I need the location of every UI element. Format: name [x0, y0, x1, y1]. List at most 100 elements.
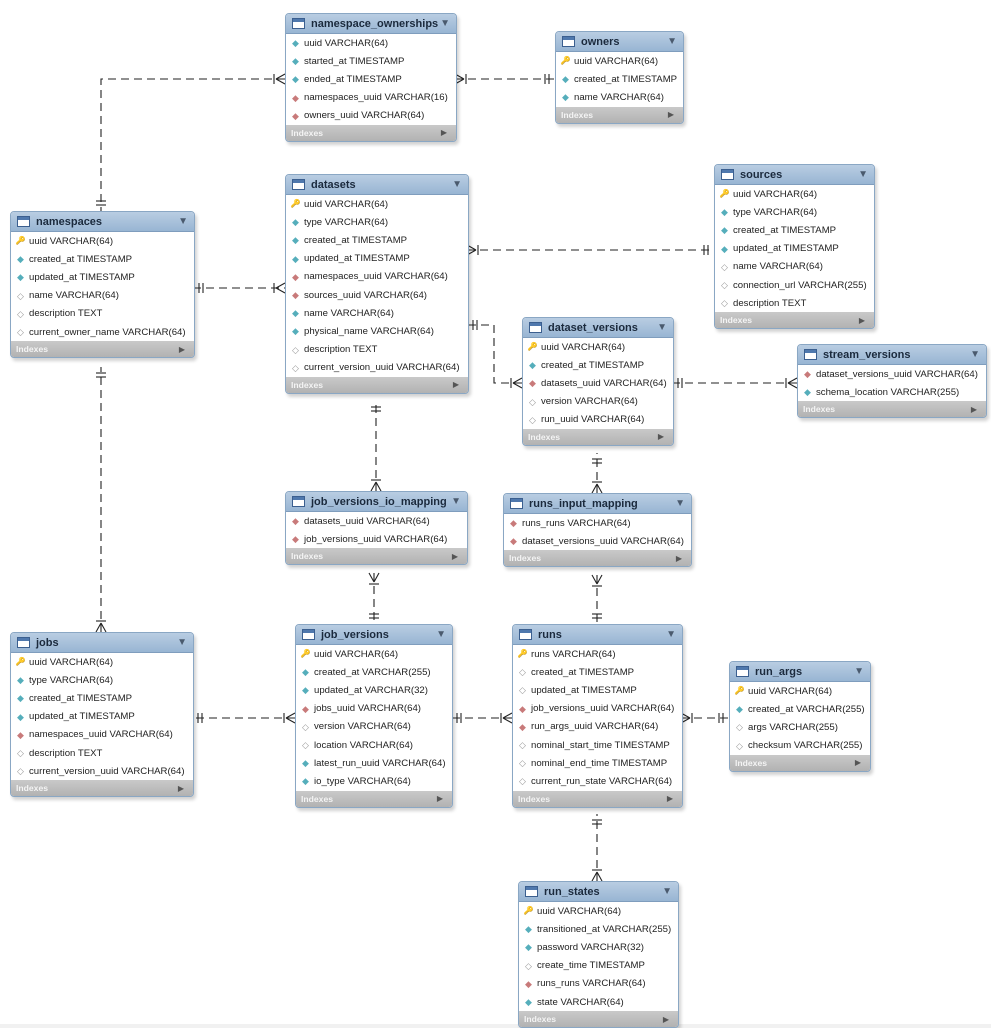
- collapse-caret-icon[interactable]: ▼: [854, 666, 864, 677]
- expand-arrow-icon[interactable]: ▶: [970, 404, 977, 414]
- indexes-section[interactable]: Indexes▶: [286, 376, 468, 393]
- column-row[interactable]: ◇current_version_uuid VARCHAR(64): [286, 359, 468, 377]
- table-sources[interactable]: sources▼🔑uuid VARCHAR(64)◆type VARCHAR(6…: [714, 164, 875, 330]
- collapse-caret-icon[interactable]: ▼: [662, 886, 672, 897]
- table-stream-versions[interactable]: stream_versions▼◆dataset_versions_uuid V…: [797, 344, 987, 419]
- expand-arrow-icon[interactable]: ▶: [178, 344, 185, 354]
- table-job-versions[interactable]: job_versions▼🔑uuid VARCHAR(64)◆created_a…: [295, 624, 453, 808]
- collapse-caret-icon[interactable]: ▼: [177, 637, 187, 648]
- column-row[interactable]: ◇version VARCHAR(64): [523, 393, 673, 411]
- table-runs-input-mapping[interactable]: runs_input_mapping▼◆runs_runs VARCHAR(64…: [503, 493, 692, 568]
- expand-arrow-icon[interactable]: ▶: [436, 794, 443, 803]
- column-row[interactable]: ◆transitioned_at VARCHAR(255): [519, 920, 678, 938]
- table-job-versions-io-mapping[interactable]: job_versions_io_mapping▼◆datasets_uuid V…: [285, 491, 468, 566]
- column-row[interactable]: ◆created_at VARCHAR(255): [296, 663, 452, 681]
- column-row[interactable]: ◆type VARCHAR(64): [11, 671, 193, 689]
- table-header[interactable]: job_versions_io_mapping▼: [286, 492, 467, 512]
- expand-arrow-icon[interactable]: ▶: [177, 783, 184, 793]
- column-row[interactable]: ◆sources_uuid VARCHAR(64): [286, 286, 468, 304]
- column-row[interactable]: ◆updated_at TIMESTAMP: [11, 708, 193, 726]
- indexes-section[interactable]: Indexes▶: [513, 790, 682, 807]
- indexes-section[interactable]: Indexes▶: [715, 312, 874, 329]
- indexes-section[interactable]: Indexes▶: [730, 754, 870, 771]
- column-row[interactable]: ◆ended_at TIMESTAMP: [286, 70, 456, 88]
- column-row[interactable]: ◆jobs_uuid VARCHAR(64): [296, 700, 452, 718]
- expand-arrow-icon[interactable]: ▶: [666, 794, 673, 803]
- column-row[interactable]: ◆created_at TIMESTAMP: [523, 356, 673, 374]
- table-header[interactable]: runs▼: [513, 625, 682, 645]
- column-row[interactable]: ◇location VARCHAR(64): [296, 736, 452, 754]
- column-row[interactable]: ◆updated_at TIMESTAMP: [11, 268, 194, 286]
- expand-arrow-icon[interactable]: ▶: [452, 380, 459, 390]
- column-row[interactable]: ◆job_versions_uuid VARCHAR(64): [286, 530, 467, 548]
- column-row[interactable]: ◆created_at TIMESTAMP: [715, 221, 874, 239]
- column-row[interactable]: ◆uuid VARCHAR(64): [286, 34, 456, 52]
- column-row[interactable]: ◇checksum VARCHAR(255): [730, 737, 870, 755]
- table-dataset-versions[interactable]: dataset_versions▼🔑uuid VARCHAR(64)◆creat…: [522, 317, 674, 446]
- column-row[interactable]: ◆namespaces_uuid VARCHAR(16): [286, 89, 456, 107]
- expand-arrow-icon[interactable]: ▶: [662, 1014, 669, 1024]
- table-jobs[interactable]: jobs▼🔑uuid VARCHAR(64)◆type VARCHAR(64)◆…: [10, 632, 194, 798]
- column-row[interactable]: ◆type VARCHAR(64): [286, 213, 468, 231]
- column-row[interactable]: ◆dataset_versions_uuid VARCHAR(64): [798, 365, 986, 383]
- indexes-section[interactable]: Indexes▶: [798, 401, 986, 418]
- indexes-section[interactable]: Indexes▶: [523, 428, 673, 445]
- indexes-section[interactable]: Indexes▶: [296, 790, 452, 807]
- column-row[interactable]: ◇nominal_end_time TIMESTAMP: [513, 754, 682, 772]
- column-row[interactable]: ◆io_type VARCHAR(64): [296, 772, 452, 790]
- column-row[interactable]: ◆updated_at TIMESTAMP: [715, 240, 874, 258]
- table-run-states[interactable]: run_states▼🔑uuid VARCHAR(64)◆transitione…: [518, 881, 679, 1028]
- column-row[interactable]: ◆physical_name VARCHAR(64): [286, 322, 468, 340]
- table-namespaces[interactable]: namespaces▼🔑uuid VARCHAR(64)◆created_at …: [10, 211, 195, 359]
- column-row[interactable]: ◇name VARCHAR(64): [715, 258, 874, 276]
- column-row[interactable]: ◆created_at TIMESTAMP: [286, 231, 468, 249]
- table-header[interactable]: jobs▼: [11, 633, 193, 653]
- column-row[interactable]: 🔑uuid VARCHAR(64): [730, 682, 870, 700]
- column-row[interactable]: ◆dataset_versions_uuid VARCHAR(64): [504, 532, 691, 550]
- column-row[interactable]: 🔑uuid VARCHAR(64): [286, 195, 468, 213]
- indexes-section[interactable]: Indexes▶: [504, 550, 691, 567]
- collapse-caret-icon[interactable]: ▼: [452, 179, 462, 190]
- column-row[interactable]: ◆latest_run_uuid VARCHAR(64): [296, 754, 452, 772]
- expand-arrow-icon[interactable]: ▶: [675, 553, 682, 563]
- table-runs[interactable]: runs▼🔑runs VARCHAR(64)◇created_at TIMEST…: [512, 624, 683, 808]
- column-row[interactable]: ◇current_version_uuid VARCHAR(64): [11, 762, 193, 780]
- column-row[interactable]: ◆state VARCHAR(64): [519, 993, 678, 1011]
- expand-arrow-icon[interactable]: ▶: [858, 315, 865, 325]
- column-row[interactable]: ◆password VARCHAR(32): [519, 938, 678, 956]
- collapse-caret-icon[interactable]: ▼: [451, 496, 461, 507]
- column-row[interactable]: ◆started_at TIMESTAMP: [286, 52, 456, 70]
- column-row[interactable]: ◇updated_at TIMESTAMP: [513, 681, 682, 699]
- column-row[interactable]: ◆owners_uuid VARCHAR(64): [286, 107, 456, 125]
- table-header[interactable]: owners▼: [556, 32, 683, 52]
- column-row[interactable]: ◆namespaces_uuid VARCHAR(64): [11, 726, 193, 744]
- column-row[interactable]: ◇connection_url VARCHAR(255): [715, 276, 874, 294]
- column-row[interactable]: ◆created_at VARCHAR(255): [730, 700, 870, 718]
- collapse-caret-icon[interactable]: ▼: [666, 629, 676, 640]
- column-row[interactable]: ◆updated_at TIMESTAMP: [286, 250, 468, 268]
- expand-arrow-icon[interactable]: ▶: [667, 110, 674, 120]
- column-row[interactable]: ◇run_uuid VARCHAR(64): [523, 411, 673, 429]
- table-header[interactable]: datasets▼: [286, 175, 468, 195]
- column-row[interactable]: 🔑uuid VARCHAR(64): [715, 185, 874, 203]
- expand-arrow-icon[interactable]: ▶: [451, 551, 458, 561]
- column-row[interactable]: ◆created_at TIMESTAMP: [11, 250, 194, 268]
- column-row[interactable]: ◆name VARCHAR(64): [556, 88, 683, 106]
- column-row[interactable]: 🔑uuid VARCHAR(64): [296, 645, 452, 663]
- column-row[interactable]: ◇version VARCHAR(64): [296, 718, 452, 736]
- column-row[interactable]: 🔑uuid VARCHAR(64): [556, 52, 683, 70]
- column-row[interactable]: ◆run_args_uuid VARCHAR(64): [513, 718, 682, 736]
- column-row[interactable]: ◆name VARCHAR(64): [286, 304, 468, 322]
- column-row[interactable]: ◇name VARCHAR(64): [11, 287, 194, 305]
- column-row[interactable]: ◆created_at TIMESTAMP: [556, 70, 683, 88]
- column-row[interactable]: ◆created_at TIMESTAMP: [11, 689, 193, 707]
- column-row[interactable]: 🔑uuid VARCHAR(64): [11, 232, 194, 250]
- table-header[interactable]: stream_versions▼: [798, 345, 986, 365]
- table-header[interactable]: dataset_versions▼: [523, 318, 673, 338]
- indexes-section[interactable]: Indexes▶: [519, 1011, 678, 1028]
- collapse-caret-icon[interactable]: ▼: [657, 322, 667, 333]
- column-row[interactable]: ◇current_owner_name VARCHAR(64): [11, 323, 194, 341]
- indexes-section[interactable]: Indexes▶: [286, 124, 456, 141]
- column-row[interactable]: ◆job_versions_uuid VARCHAR(64): [513, 700, 682, 718]
- table-namespace-ownerships[interactable]: namespace_ownerships▼◆uuid VARCHAR(64)◆s…: [285, 13, 457, 142]
